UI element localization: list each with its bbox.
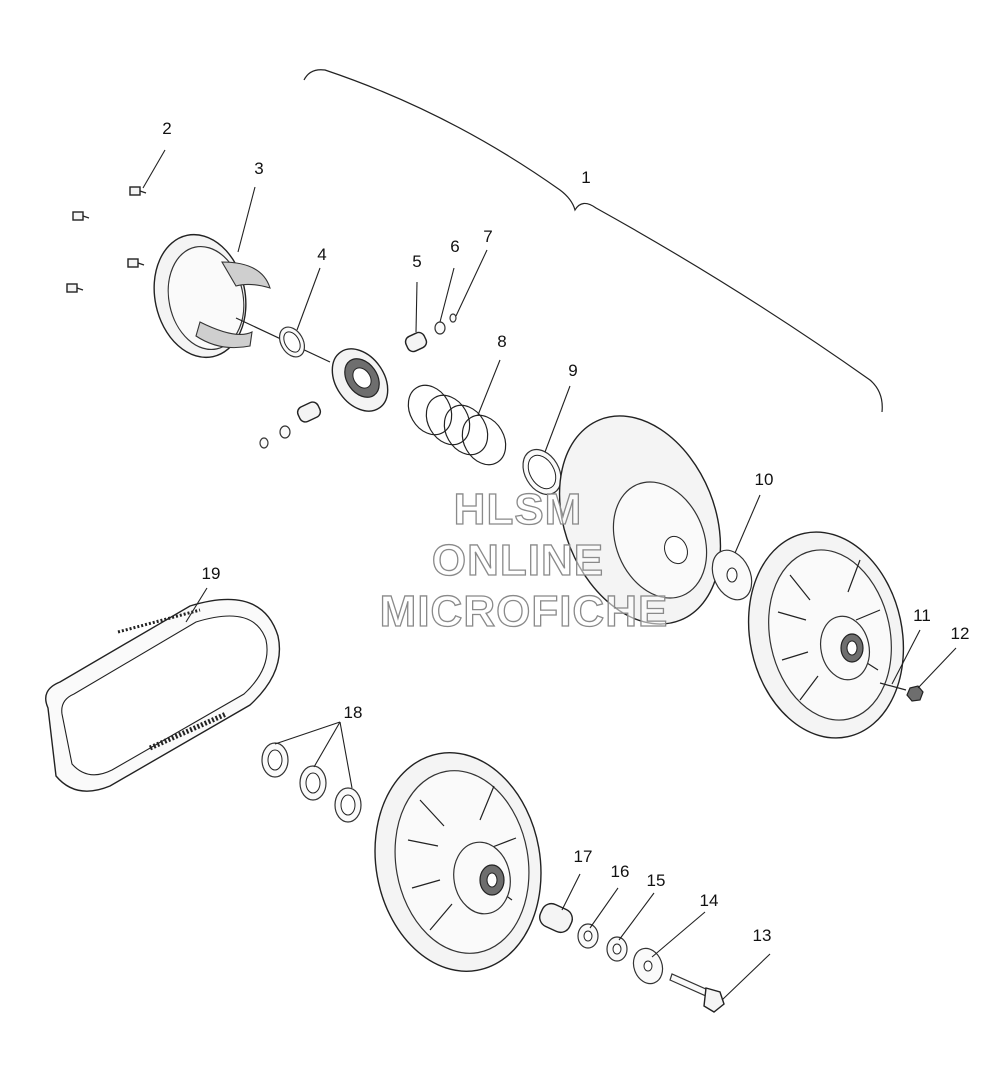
roller-bushing <box>404 313 457 353</box>
screw-icon <box>127 258 145 268</box>
shim-washer <box>334 787 362 823</box>
callout-1: 1 <box>581 168 590 187</box>
spider-hub <box>331 348 389 412</box>
callout-8: 8 <box>497 332 506 351</box>
watermark-line-2: ONLINE <box>432 536 604 585</box>
callout-19: 19 <box>202 564 221 583</box>
moveable-sheave <box>558 415 722 625</box>
sheave-bolt <box>879 682 907 691</box>
screw-icon <box>72 211 90 221</box>
callout-6: 6 <box>450 237 459 256</box>
washer-15 <box>606 936 628 962</box>
washer-16 <box>577 923 599 949</box>
callout-15: 15 <box>647 871 666 890</box>
lock-nut <box>906 685 924 702</box>
watermark: HLSM ONLINE MICROFICHE <box>379 484 669 636</box>
callout-13: 13 <box>753 926 772 945</box>
screw-icon <box>66 283 84 293</box>
callout-3: 3 <box>254 159 263 178</box>
callout-11: 11 <box>913 606 931 625</box>
callout-4: 4 <box>317 245 326 264</box>
watermark-line-3: MICROFICHE <box>380 587 669 636</box>
fixed-sheave-lower <box>374 752 542 972</box>
roller-bushing <box>259 401 322 449</box>
callout-labels: 1 2 3 4 5 6 7 8 9 10 11 12 13 14 15 16 1… <box>162 119 969 945</box>
spacer-sleeve <box>539 902 573 934</box>
callout-7: 7 <box>483 227 492 246</box>
callout-16: 16 <box>611 862 630 881</box>
shim-washer <box>261 742 289 778</box>
leader-lines <box>142 149 957 1001</box>
callout-2: 2 <box>162 119 171 138</box>
drive-belt <box>45 598 281 792</box>
callout-5: 5 <box>412 252 421 271</box>
assembly-bracket <box>303 69 883 413</box>
clutch-spring <box>407 384 507 466</box>
screw-group <box>66 186 147 293</box>
callout-14: 14 <box>700 891 719 910</box>
retaining-bolt <box>669 973 725 1013</box>
callout-17: 17 <box>574 847 593 866</box>
callout-18: 18 <box>344 703 363 722</box>
callout-12: 12 <box>951 624 970 643</box>
screw-icon <box>129 186 147 196</box>
shim-washer <box>299 765 327 801</box>
watermark-line-1: HLSM <box>454 485 583 534</box>
callout-10: 10 <box>755 470 774 489</box>
washer-14 <box>632 947 664 985</box>
fixed-sheave-upper <box>747 531 905 739</box>
callout-9: 9 <box>568 361 577 380</box>
